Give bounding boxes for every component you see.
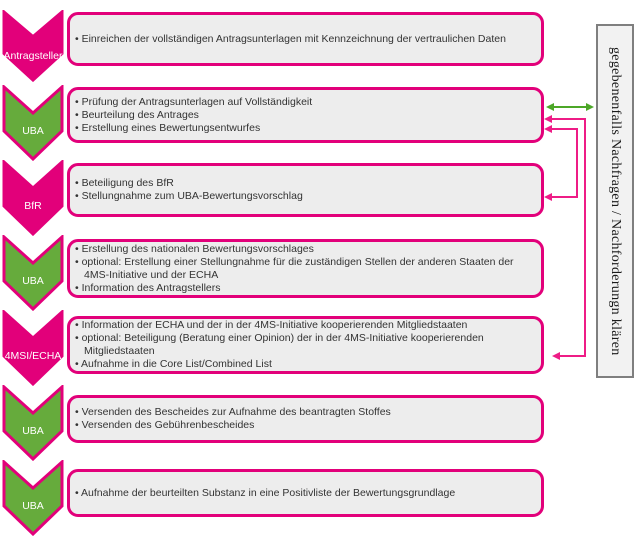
step-item: Prüfung der Antragsunterlagen auf Vollst… [75, 96, 313, 109]
actor-chevron-uba-2: UBA [2, 235, 64, 311]
arrowhead [544, 115, 552, 123]
arrowhead [546, 103, 554, 111]
arrowhead [544, 193, 552, 201]
actor-chevron-uba-3: UBA [2, 385, 64, 461]
step-box-3: Beteiligung des BfR Stellungnahme zum UB… [67, 163, 544, 217]
actor-label: UBA [22, 500, 44, 512]
step-box-6: Versenden des Bescheides zur Aufnahme de… [67, 395, 544, 443]
step-item: Beurteilung des Antrages [75, 109, 312, 122]
step-item: optional: Erstellung einer Stellungnahme… [75, 256, 536, 282]
step-item-list: Versenden des Bescheides zur Aufnahme de… [70, 406, 396, 432]
actor-label: 4MSI/ECHA [4, 350, 62, 362]
step-item: optional: Beteiligung (Beratung einer Op… [75, 332, 536, 358]
step-item: Einreichen der vollständigen Antragsunte… [75, 33, 506, 46]
step-item-list: Information der ECHA und der in der 4MS-… [70, 319, 541, 371]
actor-chevron-uba-1: UBA [2, 85, 64, 161]
chevron-arrow-shape [2, 10, 64, 82]
step-item-list: Beteiligung des BfR Stellungnahme zum UB… [70, 177, 308, 203]
actor-chevron-uba-4: UBA [2, 460, 64, 536]
actor-chevron-antragsteller: Antragsteller [2, 10, 64, 82]
step-item: Aufnahme in die Core List/Combined List [75, 358, 536, 371]
actor-label: UBA [22, 425, 44, 437]
step-item-list: Prüfung der Antragsunterlagen auf Vollst… [70, 96, 317, 135]
actor-label: UBA [22, 275, 44, 287]
chevron-arrow-shape [2, 235, 64, 311]
step-item-list: Einreichen der vollständigen Antragsunte… [70, 33, 511, 46]
step-item: Erstellung eines Bewertungsentwurfes [75, 122, 312, 135]
step-box-5: Information der ECHA und der in der 4MS-… [67, 316, 544, 374]
arrowhead [544, 125, 552, 133]
step-item: Beteiligung des BfR [75, 177, 303, 190]
side-note-text: gegebenenfalls Nachfragen / Nachforderun… [608, 46, 623, 356]
actor-label: UBA [22, 125, 44, 137]
arrowhead [586, 103, 594, 111]
step-item-list: Erstellung des nationalen Bewertungsvors… [70, 243, 541, 295]
actor-chevron-4msi-echa: 4MSI/ECHA [2, 310, 64, 386]
step-box-1: Einreichen der vollständigen Antragsunte… [67, 12, 544, 66]
step-item: Stellungnahme zum UBA-Bewertungsvorschla… [75, 190, 303, 203]
step-box-2: Prüfung der Antragsunterlagen auf Vollst… [67, 87, 544, 143]
actor-label: Antragsteller [3, 50, 63, 62]
chevron-arrow-shape [2, 310, 64, 386]
step-item: Information der ECHA und der in der 4MS-… [75, 319, 536, 332]
arrowhead [552, 352, 560, 360]
step-item: Aufnahme der beurteilten Substanz in ein… [75, 487, 455, 500]
actor-label: BfR [24, 200, 42, 212]
actor-chevron-bfr: BfR [2, 160, 64, 236]
side-note-box: gegebenenfalls Nachfragen / Nachforderun… [596, 24, 634, 378]
step-box-4: Erstellung des nationalen Bewertungsvors… [67, 239, 544, 298]
step-item: Versenden des Gebührenbescheides [75, 419, 391, 432]
uba-side-note-double-arrow [546, 103, 594, 111]
step-item: Versenden des Bescheides zur Aufnahme de… [75, 406, 391, 419]
chevron-arrow-shape [2, 160, 64, 236]
chevron-arrow-shape [2, 385, 64, 461]
step-item-list: Aufnahme der beurteilten Substanz in ein… [70, 487, 460, 500]
bfr-uba-feedback-connector [544, 125, 578, 201]
chevron-arrow-shape [2, 460, 64, 536]
step-box-7: Aufnahme der beurteilten Substanz in ein… [67, 469, 544, 517]
step-item: Information des Antragstellers [75, 282, 536, 295]
step-item: Erstellung des nationalen Bewertungsvors… [75, 243, 536, 256]
chevron-arrow-shape [2, 85, 64, 161]
echa-uba-feedback-connector [544, 115, 586, 360]
